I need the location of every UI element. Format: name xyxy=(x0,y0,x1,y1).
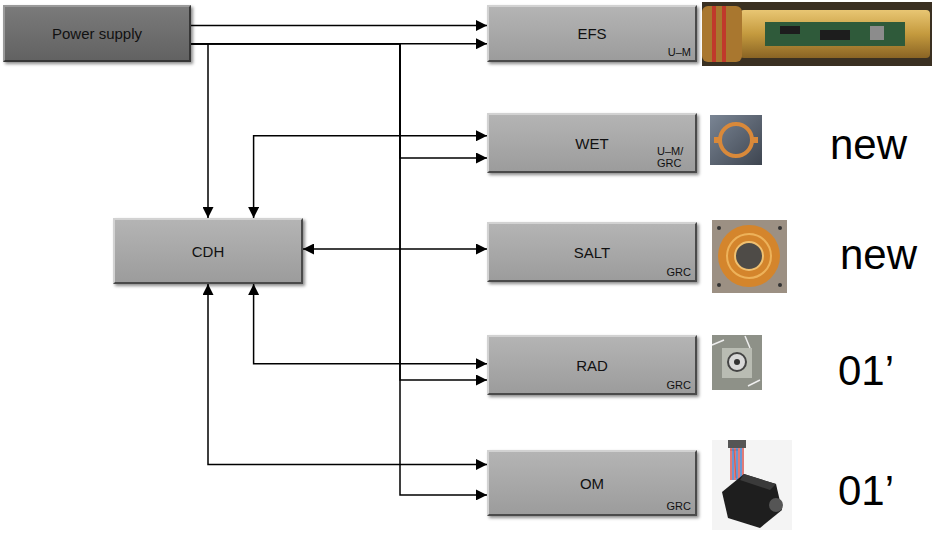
box-title: OM xyxy=(580,475,604,492)
origin-tag: U–M/ GRC xyxy=(657,145,691,169)
box-title: SALT xyxy=(574,244,610,261)
efs-photo xyxy=(702,2,932,66)
box-title: Power supply xyxy=(52,25,142,42)
status-label: 01’ xyxy=(838,470,894,512)
wet-photo xyxy=(710,115,762,165)
process-box: EFS U–M xyxy=(487,5,697,62)
status-label: 01’ xyxy=(838,350,894,392)
signal-arrow xyxy=(191,25,487,27)
signal-arrow xyxy=(254,284,487,364)
signal-arrow xyxy=(191,44,487,380)
rad-photo xyxy=(712,335,762,390)
process-box: OM GRC xyxy=(487,450,697,516)
status-label: new xyxy=(840,234,917,276)
signal-arrow xyxy=(191,44,208,218)
box-title: WET xyxy=(575,135,608,152)
om-photo xyxy=(712,440,792,530)
box-title: CDH xyxy=(192,243,225,260)
salt-photo xyxy=(712,220,787,293)
process-box: RAD GRC xyxy=(487,335,697,395)
origin-tag: U–M xyxy=(668,46,691,58)
signal-arrow xyxy=(208,284,487,465)
process-box: WET U–M/ GRC xyxy=(487,113,697,173)
status-label: new xyxy=(830,124,907,166)
box-title: RAD xyxy=(576,357,608,374)
signal-arrow xyxy=(303,248,487,250)
process-box: CDH xyxy=(113,218,303,284)
box-title: EFS xyxy=(577,25,606,42)
signal-arrow xyxy=(191,44,487,158)
process-box: SALT GRC xyxy=(487,222,697,282)
process-box: Power supply xyxy=(3,5,191,62)
origin-tag: GRC xyxy=(667,500,691,512)
origin-tag: GRC xyxy=(667,379,691,391)
signal-arrow xyxy=(254,136,487,218)
origin-tag: GRC xyxy=(667,266,691,278)
